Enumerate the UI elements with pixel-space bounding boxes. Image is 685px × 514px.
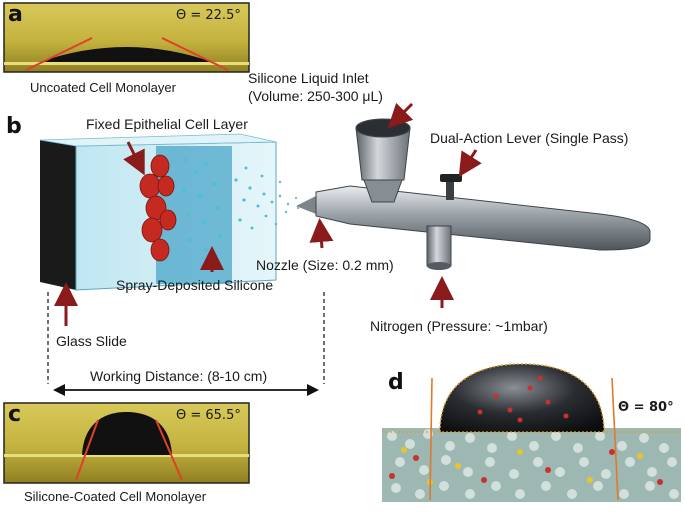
label-nitrogen: Nitrogen (Pressure: ~1mbar) (370, 318, 548, 334)
label-nozzle: Nozzle (Size: 0.2 mm) (256, 257, 394, 273)
label-dual-action-lever: Dual-Action Lever (Single Pass) (430, 130, 629, 146)
contact-angle-line-right (161, 37, 229, 71)
glass-slide-illustration (39, 133, 300, 291)
panel-d-contact-angle: Θ = 80° (618, 400, 674, 415)
label-working-distance: Working Distance: (8-10 cm) (90, 368, 268, 384)
droplet-outline-fit (439, 363, 605, 433)
arrow-dual-action-lever (458, 149, 482, 178)
contact-angle-line-left (25, 37, 93, 71)
water-droplet (440, 364, 604, 432)
panel-a-contact-angle: Θ = 22.5° (176, 8, 241, 23)
arrow-nozzle (309, 218, 334, 249)
silicone-spray-droplets (182, 158, 300, 252)
contact-angle-line-left (75, 419, 99, 481)
arrow-fixed-cell-layer (123, 141, 145, 176)
contact-angle-line-left (429, 377, 433, 501)
label-fixed-cell-layer: Fixed Epithelial Cell Layer (86, 116, 248, 132)
molecular-substrate (382, 428, 681, 502)
panel-c-contact-angle: Θ = 65.5° (176, 408, 241, 423)
panel-c-image (3, 402, 250, 484)
arrow-silicone-inlet (387, 102, 414, 129)
panel-d-letter: d (388, 370, 404, 395)
label-spray-deposited: Spray-Deposited Silicone (116, 277, 274, 293)
label-silicone-inlet: Silicone Liquid Inlet (248, 70, 369, 86)
epithelial-cells (139, 154, 177, 262)
panel-c-letter: c (8, 402, 22, 427)
label-glass-slide: Glass Slide (56, 333, 127, 349)
contact-angle-line-right (611, 377, 619, 501)
label-arrows (54, 102, 482, 326)
panel-b-letter: b (6, 114, 22, 139)
label-silicone-volume: (Volume: 250-300 μL) (248, 88, 383, 104)
panel-a-image (3, 2, 250, 73)
panel-c-caption: Silicone-Coated Cell Monolayer (24, 489, 207, 504)
panel-d-image (382, 363, 681, 502)
contact-angle-line-right (155, 419, 183, 481)
working-distance-dimension (47, 292, 325, 396)
panel-a-letter: a (8, 2, 23, 27)
panel-a-caption: Uncoated Cell Monolayer (30, 80, 176, 95)
